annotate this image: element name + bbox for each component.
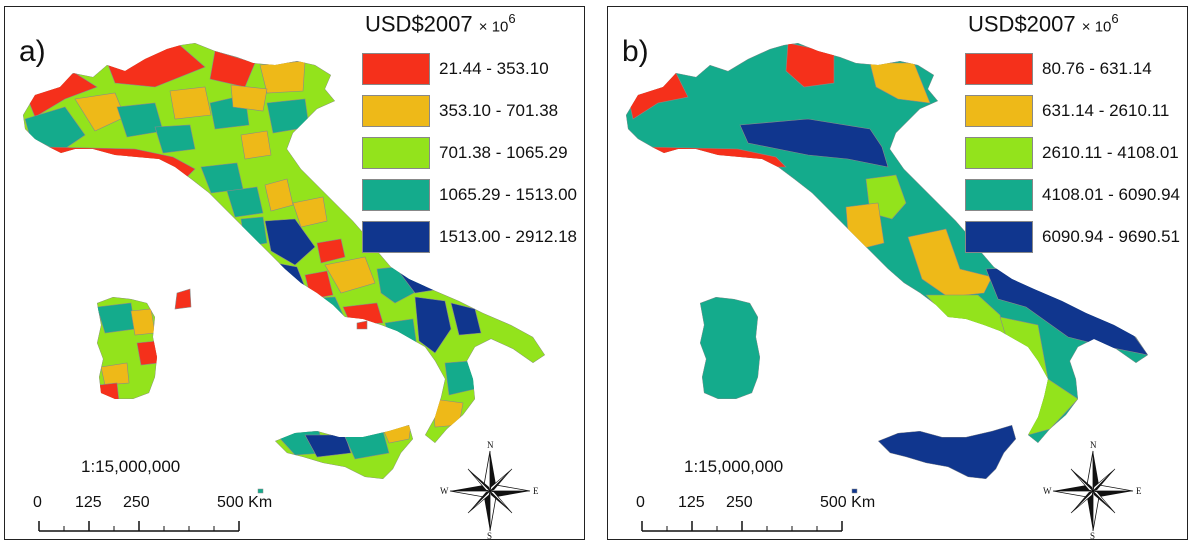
legend-label: 21.44 - 353.10 (439, 59, 549, 78)
legend-swatch (965, 137, 1033, 169)
scale-ratio: 1:15,000,000 (684, 457, 784, 476)
legend-item: 1513.00 - 2912.18 (362, 221, 582, 255)
legend-item: 701.38 - 1065.29 (362, 137, 582, 171)
legend-item: 1065.29 - 1513.00 (362, 179, 582, 213)
legend-unit: USD$2007 (365, 11, 473, 37)
legend-multiplier: × 10 (478, 18, 509, 36)
legend-label: 80.76 - 631.14 (1042, 59, 1152, 78)
compass-rose-icon: N S E W (1043, 440, 1142, 539)
legend-swatch (965, 179, 1033, 211)
legend-item: 4108.01 - 6090.94 (965, 179, 1185, 213)
legend-item: 80.76 - 631.14 (965, 53, 1185, 87)
compass-north: N (487, 440, 494, 450)
legend-label: 631.14 - 2610.11 (1042, 101, 1170, 120)
compass-west: W (440, 486, 449, 496)
provinces-map (23, 43, 545, 494)
legend-swatch (362, 95, 430, 127)
scale-bar: 0 125 250 500 Km (33, 494, 272, 532)
map-legend: USD$2007 × 106 80.76 - 631.14 631.14 - 2… (965, 11, 1185, 253)
legend-swatch (362, 53, 430, 85)
scale-tick-label: 125 (75, 494, 102, 511)
compass-east: E (533, 486, 539, 496)
legend-label: 2610.11 - 4108.01 (1042, 143, 1179, 162)
legend-item: 21.44 - 353.10 (362, 53, 582, 87)
panel-label: b) (622, 35, 649, 68)
scale-tick-label: 0 (636, 494, 645, 511)
legend-label: 6090.94 - 9690.51 (1042, 227, 1181, 246)
scale-bar: 0 125 250 500 Km (636, 494, 875, 532)
legend-label: 701.38 - 1065.29 (439, 143, 568, 162)
legend-label: 1065.29 - 1513.00 (439, 185, 578, 204)
scale-tick-label: 0 (33, 494, 42, 511)
compass-west: W (1043, 486, 1052, 496)
scale-tick-label: 250 (123, 494, 150, 511)
legend-item: 353.10 - 701.38 (362, 95, 582, 129)
scale-tick-label: 125 (678, 494, 705, 511)
compass-rose-icon: N S E W (440, 440, 539, 539)
map-legend: USD$2007 × 106 21.44 - 353.10 353.10 - 7… (362, 11, 582, 253)
legend-label: 1513.00 - 2912.18 (439, 227, 578, 246)
legend-label: 353.10 - 701.38 (439, 101, 559, 120)
legend-title: USD$2007 × 106 (968, 11, 1185, 37)
compass-south: S (487, 531, 492, 539)
scale-ratio: 1:15,000,000 (81, 457, 181, 476)
compass-east: E (1136, 486, 1142, 496)
legend-swatch (965, 95, 1033, 127)
legend-swatch (362, 221, 430, 253)
legend-exponent: 6 (1111, 11, 1119, 26)
map-panel-b: b) USD$2007 × 106 80.76 - 631.14 631.14 … (607, 6, 1188, 540)
panel-label: a) (19, 35, 46, 68)
legend-swatch (362, 179, 430, 211)
compass-south: S (1090, 531, 1095, 539)
legend-item: 2610.11 - 4108.01 (965, 137, 1185, 171)
legend-item: 631.14 - 2610.11 (965, 95, 1185, 129)
legend-swatch (965, 221, 1033, 253)
scale-tick-label: 500 Km (217, 494, 272, 511)
scale-tick-label: 250 (726, 494, 753, 511)
legend-swatch (965, 53, 1033, 85)
regions-map (626, 43, 1148, 494)
legend-exponent: 6 (508, 11, 516, 26)
map-panel-a: a) USD$2007 × 106 21.44 - 353.10 353.10 … (4, 6, 585, 540)
legend-swatch (362, 137, 430, 169)
legend-multiplier: × 10 (1081, 18, 1112, 36)
scale-tick-label: 500 Km (820, 494, 875, 511)
legend-unit: USD$2007 (968, 11, 1076, 37)
compass-north: N (1090, 440, 1097, 450)
legend-label: 4108.01 - 6090.94 (1042, 185, 1181, 204)
legend-item: 6090.94 - 9690.51 (965, 221, 1185, 255)
legend-title: USD$2007 × 106 (365, 11, 582, 37)
